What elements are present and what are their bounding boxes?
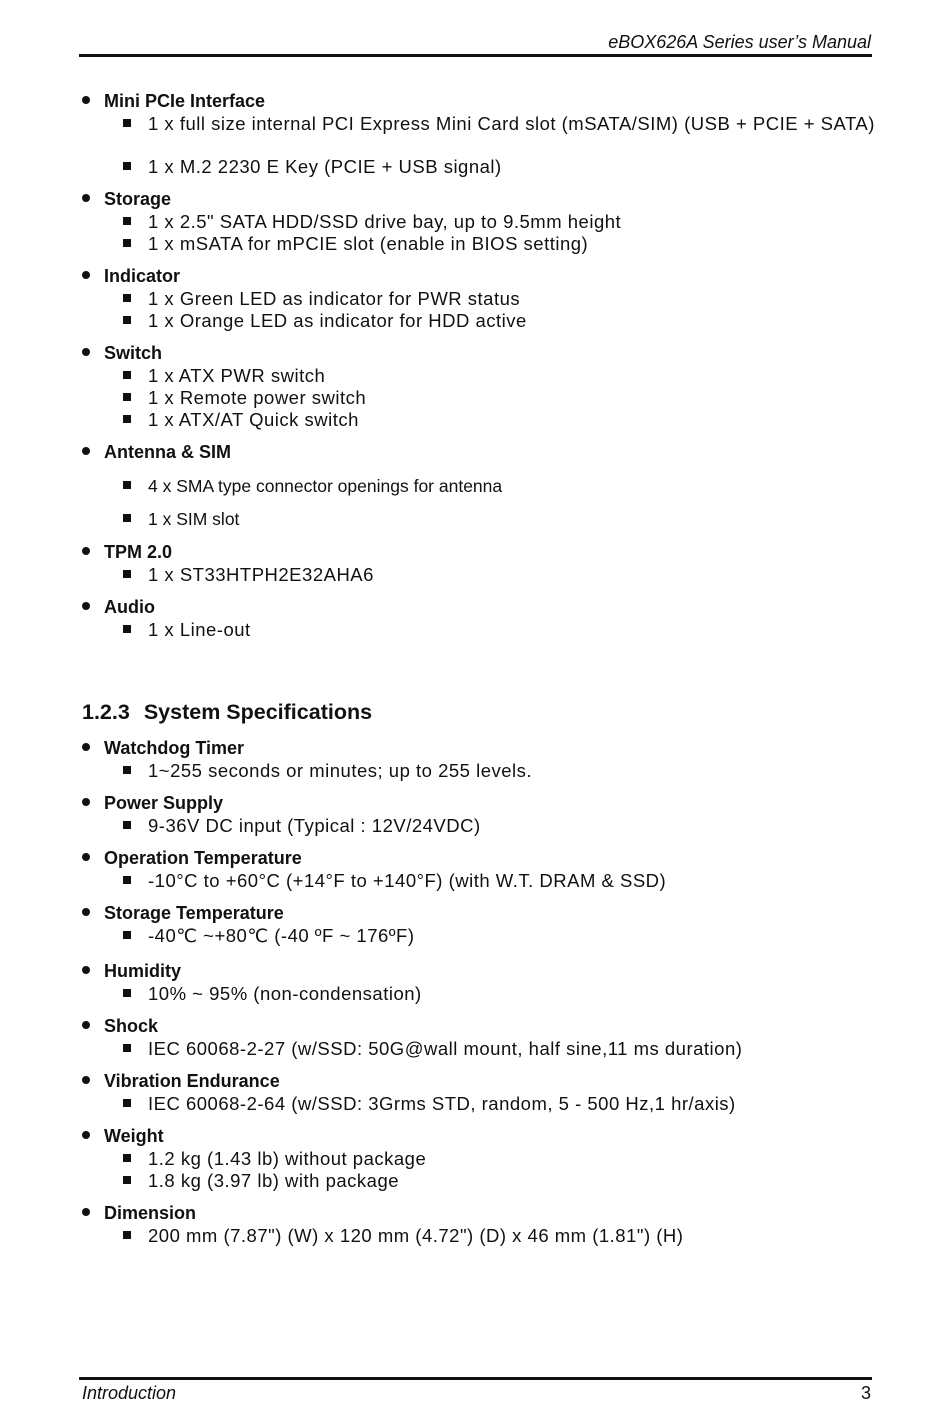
square-bullet-icon — [123, 294, 131, 302]
bullet-dot-icon — [82, 1076, 90, 1084]
bullet-dot-icon — [82, 1131, 90, 1139]
list-item: -10°C to +60°C (+14°F to +140°F) (with W… — [123, 870, 666, 892]
group-title-weight: Weight — [82, 1126, 164, 1147]
list-item: IEC 60068-2-64 (w/SSD: 3Grms STD, random… — [123, 1093, 736, 1115]
group-title-storage-temperature: Storage Temperature — [82, 903, 284, 924]
group-title-humidity: Humidity — [82, 961, 181, 982]
square-bullet-icon — [123, 514, 131, 522]
square-bullet-icon — [123, 1176, 131, 1184]
list-item: 1 x 2.5" SATA HDD/SSD drive bay, up to 9… — [123, 211, 621, 233]
square-bullet-icon — [123, 876, 131, 884]
bullet-dot-icon — [82, 96, 90, 104]
group-title-mini-pcie: Mini PCIe Interface — [82, 91, 265, 112]
group-title-antenna-sim: Antenna & SIM — [82, 442, 231, 463]
square-bullet-icon — [123, 1154, 131, 1162]
group-title-storage: Storage — [82, 189, 171, 210]
section-number: 1.2.3 — [82, 700, 130, 724]
page-number: 3 — [860, 1383, 871, 1403]
list-item: 1 x mSATA for mPCIE slot (enable in BIOS… — [123, 233, 588, 255]
list-item: 1 x ATX PWR switch — [123, 365, 325, 387]
bullet-dot-icon — [82, 908, 90, 916]
list-item: 1 x Green LED as indicator for PWR statu… — [123, 288, 520, 310]
square-bullet-icon — [123, 119, 131, 127]
list-item: 1 x Remote power switch — [123, 387, 366, 409]
list-item: 1 x ST33HTPH2E32AHA6 — [123, 564, 374, 586]
square-bullet-icon — [123, 989, 131, 997]
bullet-dot-icon — [82, 602, 90, 610]
square-bullet-icon — [123, 162, 131, 170]
square-bullet-icon — [123, 393, 131, 401]
group-title-indicator: Indicator — [82, 266, 180, 287]
bullet-dot-icon — [82, 271, 90, 279]
bullet-dot-icon — [82, 547, 90, 555]
square-bullet-icon — [123, 481, 131, 489]
square-bullet-icon — [123, 316, 131, 324]
group-title-tpm: TPM 2.0 — [82, 542, 172, 563]
list-item: 1 x M.2 2230 E Key (PCIE + USB signal) — [123, 156, 502, 178]
square-bullet-icon — [123, 1099, 131, 1107]
section-title: System Specifications — [143, 700, 373, 724]
group-title-operation-temperature: Operation Temperature — [82, 848, 302, 869]
group-title-audio: Audio — [82, 597, 155, 618]
list-item: 1 x Line-out — [123, 619, 251, 641]
footer-divider — [79, 1377, 872, 1380]
list-item: 1.2 kg (1.43 lb) without package — [123, 1148, 426, 1170]
list-item: 1.8 kg (3.97 lb) with package — [123, 1170, 399, 1192]
square-bullet-icon — [123, 371, 131, 379]
square-bullet-icon — [123, 1231, 131, 1239]
list-item: -40℃ ~+80℃ (-40 ºF ~ 176ºF) — [123, 925, 415, 947]
bullet-dot-icon — [82, 447, 90, 455]
bullet-dot-icon — [82, 1021, 90, 1029]
list-item: 200 mm (7.87") (W) x 120 mm (4.72") (D) … — [123, 1225, 683, 1247]
group-title-switch: Switch — [82, 343, 162, 364]
group-title-power-supply: Power Supply — [82, 793, 223, 814]
list-item: 9-36V DC input (Typical : 12V/24VDC) — [123, 815, 481, 837]
list-item: 1 x full size internal PCI Express Mini … — [123, 113, 893, 135]
bullet-dot-icon — [82, 194, 90, 202]
bullet-dot-icon — [82, 966, 90, 974]
list-item: 1~255 seconds or minutes; up to 255 leve… — [123, 760, 532, 782]
bullet-dot-icon — [82, 743, 90, 751]
square-bullet-icon — [123, 625, 131, 633]
list-item: 1 x SIM slot — [123, 509, 239, 530]
section-heading: 1.2.3 System Specifications — [82, 700, 386, 725]
square-bullet-icon — [123, 931, 131, 939]
manual-title: eBOX626A Series user’s Manual — [608, 32, 871, 52]
square-bullet-icon — [123, 821, 131, 829]
bullet-dot-icon — [82, 798, 90, 806]
list-item: 1 x Orange LED as indicator for HDD acti… — [123, 310, 527, 332]
bullet-dot-icon — [82, 348, 90, 356]
list-item: 10% ~ 95% (non-condensation) — [123, 983, 422, 1005]
group-title-dimension: Dimension — [82, 1203, 196, 1224]
square-bullet-icon — [123, 766, 131, 774]
group-title-shock: Shock — [82, 1016, 158, 1037]
header-divider — [79, 54, 872, 57]
group-title-watchdog: Watchdog Timer — [82, 738, 244, 759]
bullet-dot-icon — [82, 1208, 90, 1216]
group-title-vibration: Vibration Endurance — [82, 1071, 280, 1092]
bullet-dot-icon — [82, 853, 90, 861]
square-bullet-icon — [123, 217, 131, 225]
square-bullet-icon — [123, 415, 131, 423]
list-item: IEC 60068-2-27 (w/SSD: 50G@wall mount, h… — [123, 1038, 742, 1060]
square-bullet-icon — [123, 1044, 131, 1052]
chapter-name: Introduction — [82, 1383, 177, 1403]
list-item: 4 x SMA type connector openings for ante… — [123, 476, 502, 497]
list-item: 1 x ATX/AT Quick switch — [123, 409, 359, 431]
square-bullet-icon — [123, 239, 131, 247]
square-bullet-icon — [123, 570, 131, 578]
